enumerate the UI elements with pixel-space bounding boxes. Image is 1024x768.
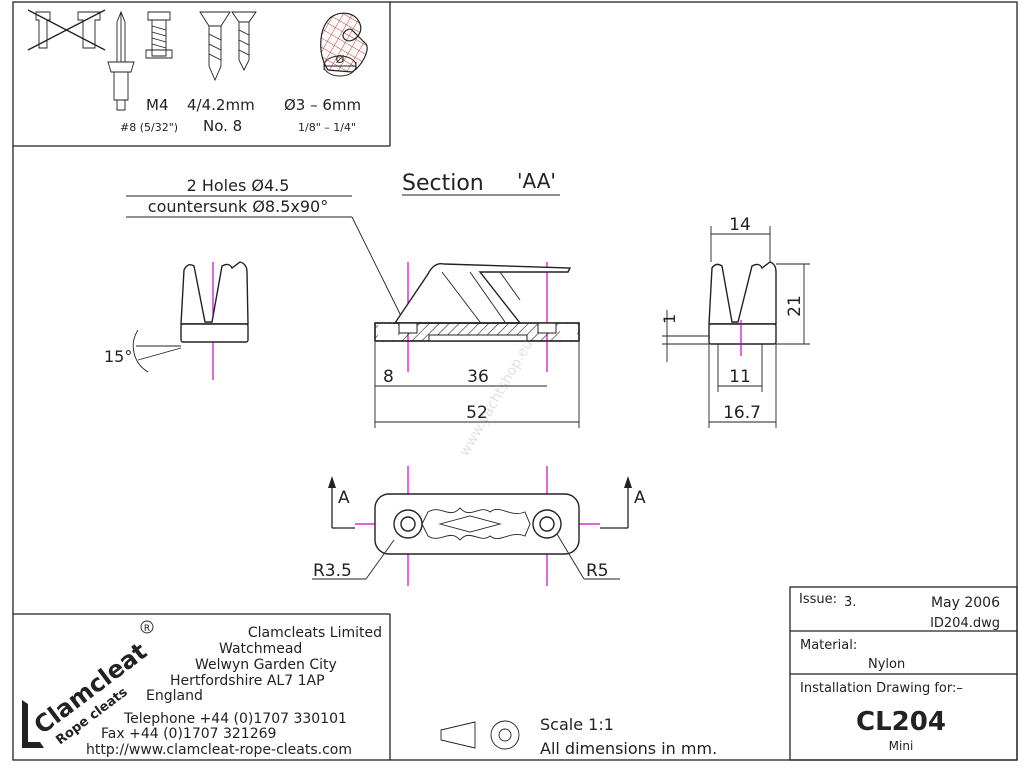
radius-r5: R5: [586, 561, 609, 581]
countersunk-screw-icon: [199, 11, 257, 82]
holes-note-line1: 2 Holes Ø4.5: [187, 176, 290, 195]
dim-16-7: 16.7: [723, 403, 761, 423]
no-staples-icon: [27, 9, 106, 51]
company-name: Clamcleats Limited: [248, 625, 382, 641]
rope-range-label: Ø3 – 6mm: [284, 96, 361, 114]
section-arrow-right-label: A: [634, 488, 646, 508]
company-url: http://www.clamcleat-rope-cleats.com: [86, 742, 352, 758]
machine-screw-icon: [145, 11, 173, 59]
rivet-icon: [107, 10, 135, 111]
model-number: CL204: [856, 707, 946, 737]
dim-21: 21: [785, 295, 805, 317]
issue-value: 3.: [844, 595, 856, 610]
m4-label: M4: [146, 96, 169, 114]
dim-8: 8: [383, 367, 394, 387]
rope-dia-label: Ø: [336, 53, 345, 66]
rope-icon: Ø: [320, 12, 368, 77]
model-sub: Mini: [889, 739, 914, 753]
company-address-3: Hertfordshire AL7 1AP: [170, 673, 325, 689]
dim-11: 11: [729, 367, 751, 387]
fastener-panel: Ø M4 4/4.2mm Ø3 – 6mm #8 (5/32") No. 8 1…: [13, 2, 391, 147]
scale-note: Scale 1:1 All dimensions in mm.: [440, 715, 717, 758]
drawing-file: ID204.dwg: [930, 616, 1000, 631]
logo-registered: R: [144, 624, 150, 634]
dim-14: 14: [729, 215, 751, 235]
issue-date: May 2006: [931, 595, 1000, 611]
section-title: Section: [402, 171, 484, 196]
rope-imperial-label: 1/8" – 1/4": [298, 121, 356, 134]
company-block: Clamcleat Rope cleats R Clamcleats Limit…: [13, 613, 391, 760]
screw-no-label: No. 8: [203, 117, 242, 135]
holes-leader-line: [351, 216, 405, 323]
install-label: Installation Drawing for:–: [800, 681, 963, 696]
title-block: Issue: 3. May 2006 ID204.dwg Material: N…: [789, 586, 1018, 761]
circle-projection-icon: [490, 720, 520, 750]
angle-label: 15°: [104, 347, 132, 366]
material-label: Material:: [800, 638, 857, 653]
company-address-4: England: [146, 688, 203, 704]
units-label: All dimensions in mm.: [540, 739, 717, 758]
dim-1: 1: [660, 314, 679, 324]
section-title-suffix: 'AA': [517, 169, 556, 193]
end-view-right: 14 21 1 11 16.7: [660, 215, 810, 428]
drawing-frame: [12, 1, 1018, 761]
material-value: Nylon: [868, 657, 905, 672]
scale-label: Scale 1:1: [540, 715, 614, 734]
radius-r3-5: R3.5: [313, 561, 352, 581]
screw-size-label: 4/4.2mm: [187, 96, 255, 114]
end-view-left: 15°: [104, 261, 249, 380]
company-address-2: Welwyn Garden City: [195, 657, 337, 673]
company-address-1: Watchmead: [219, 641, 302, 657]
holes-note-line2: countersunk Ø8.5x90°: [148, 197, 328, 216]
plan-view: A A R3.5 R5: [312, 466, 646, 586]
issue-label: Issue:: [799, 592, 837, 607]
imperial-m4-label: #8 (5/32"): [120, 121, 178, 134]
section-view: 8 36 52: [374, 262, 580, 428]
company-phone: Telephone +44 (0)1707 330101: [123, 711, 347, 727]
cone-projection-icon: [440, 721, 476, 749]
section-arrow-left-label: A: [338, 488, 350, 508]
company-fax: Fax +44 (0)1707 321269: [101, 726, 276, 742]
dim-52: 52: [466, 403, 488, 423]
watermark: www.yachtshop.eu: [457, 337, 537, 459]
dim-36: 36: [467, 367, 489, 387]
